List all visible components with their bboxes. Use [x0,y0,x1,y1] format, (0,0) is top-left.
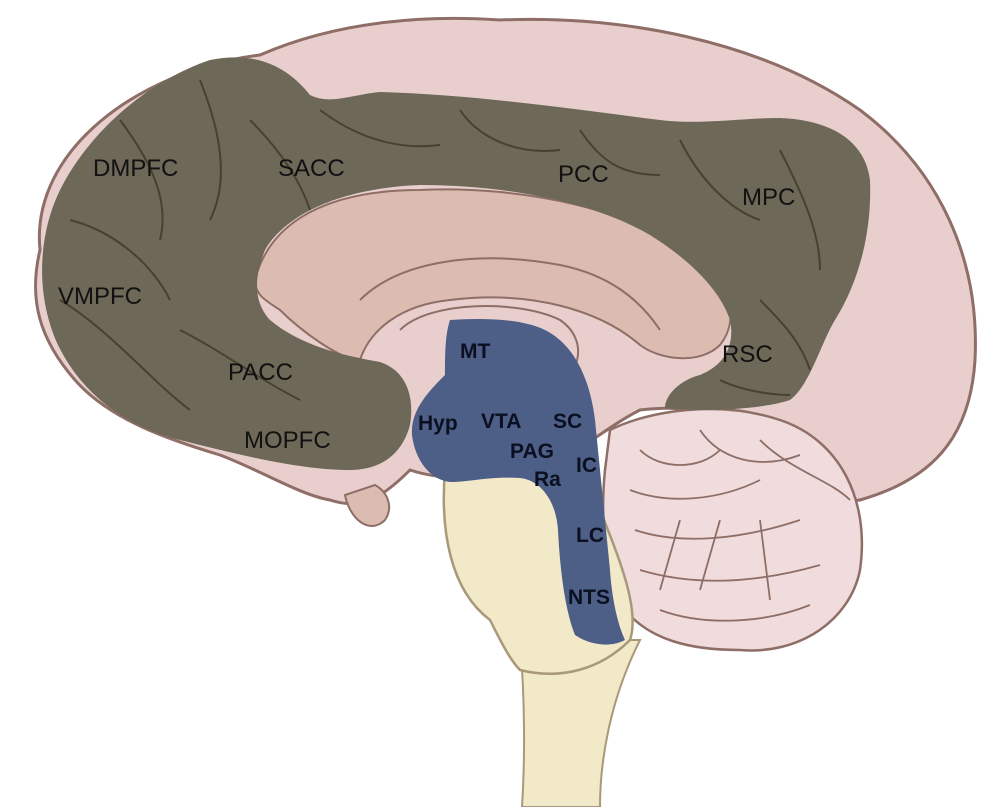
label-pag: PAG [510,440,554,463]
label-hyp: Hyp [418,412,458,435]
label-pacc: PACC [228,359,293,386]
label-pcc: PCC [558,161,609,188]
label-nts: NTS [568,586,610,609]
label-vta: VTA [481,410,521,433]
label-rsc: RSC [722,341,773,368]
label-sacc: SACC [278,155,345,182]
label-mpc: MPC [742,184,795,211]
label-ra: Ra [534,468,561,491]
cerebellum [603,409,862,650]
label-ic: IC [576,454,597,477]
label-lc: LC [576,524,604,547]
label-dmpfc: DMPFC [93,155,178,182]
label-vmpfc: VMPFC [58,283,142,310]
label-sc: SC [553,410,582,433]
label-mt: MT [460,340,490,363]
label-mopfc: MOPFC [244,427,331,454]
